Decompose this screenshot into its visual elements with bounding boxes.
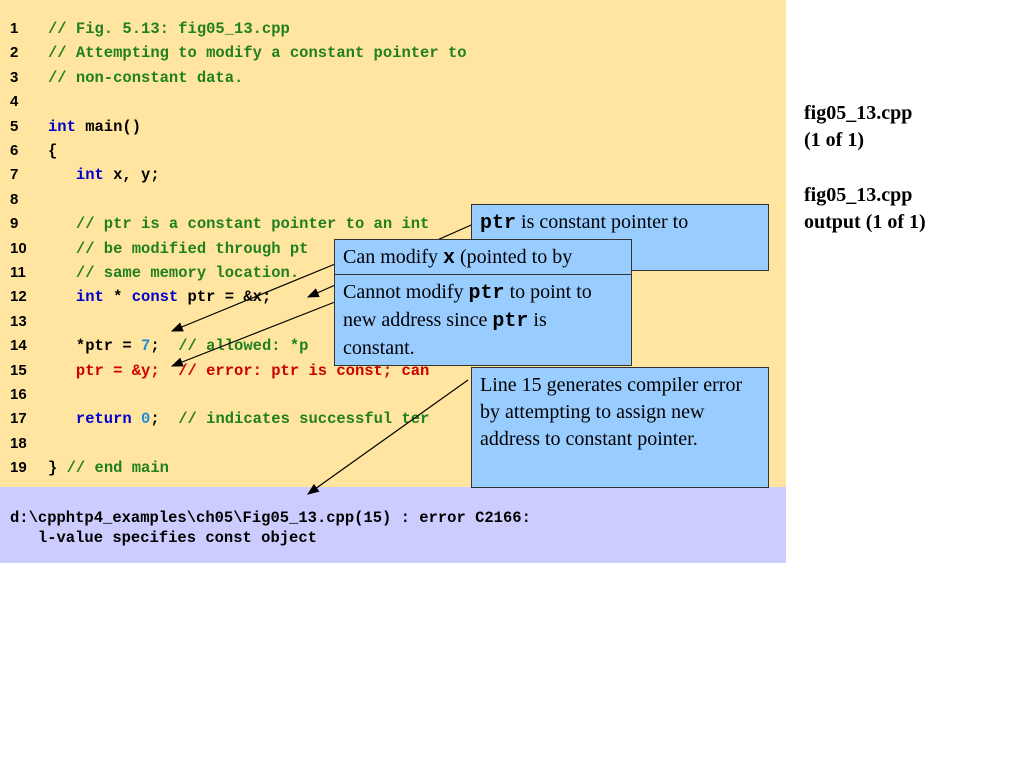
line-number: 4 [10,93,19,111]
callout-line15-error: Line 15 generates compiler error by atte… [471,367,769,488]
code-text: // non-constant data. [48,68,244,87]
file-label: fig05_13.cpp (1 of 1) [804,102,913,151]
code-line: 4 [0,93,786,117]
code-text: *ptr = 7; // allowed: *p [48,337,309,356]
line-number: 3 [10,68,19,86]
line-number: 9 [10,215,19,233]
code-text: { [48,142,58,160]
line-number: 8 [10,190,19,208]
line-number: 17 [10,410,27,428]
line-number: 11 [10,264,26,281]
output-line-2: l-value specifies const object [10,529,317,547]
code-text: // be modified through pt [48,239,309,258]
line-number: 14 [10,337,27,355]
code-text: // Fig. 5.13: fig05_13.cpp [48,20,290,38]
callout-modify-ptr-pre: Cannot modify [343,281,469,303]
line-number: 12 [10,288,27,306]
code-text: int * const ptr = &x; [75,288,272,307]
code-text: // Attempting to modify a constant point… [48,44,467,63]
line-number: 19 [10,459,27,477]
callout-modify-x-pre: Can modify [343,246,443,268]
callout-modify-x-code: x [443,247,456,270]
code-line: 19 } // end main [0,459,786,483]
line-number: 7 [10,166,19,184]
code-line: 18 [0,435,786,459]
line-number: 16 [10,386,27,403]
callout-ptr-text: is constant pointer to [516,211,689,233]
code-text: return 0; // indicates successful ter [75,410,430,429]
code-line: 3 // non-constant data. [0,69,786,93]
code-line: 16 [0,386,786,410]
code-text: // same memory location. [48,264,300,282]
line-number: 13 [10,312,27,330]
code-line: 1 // Fig. 5.13: fig05_13.cpp [0,20,786,44]
callout-modify-x-post: (pointed to by [455,246,573,268]
code-text: int x, y; [75,166,160,185]
code-text: // ptr is a constant pointer to an int [48,215,430,234]
callout-line15-text: Line 15 generates compiler error by atte… [480,374,743,450]
code-line: 13 [0,313,786,337]
callout-modify-ptr: Cannot modify ptr to point to new addres… [334,274,632,366]
code-line: 7 int x, y; [0,166,786,190]
callout-modify-ptr-post: is constant. [343,309,547,359]
line-number: 18 [10,434,27,452]
callout-modify-ptr-code1: ptr [468,282,505,305]
line-number: 2 [10,44,19,62]
code-text: int main() [48,117,142,136]
code-line: 6{ [0,142,786,166]
line-number: 15 [10,361,27,379]
code-line: 2 // Attempting to modify a constant poin… [0,44,786,68]
callout-ptr-code: ptr [480,212,517,235]
code-line: 5 int main() [0,118,786,142]
program-output-panel: d:\cpphtp4_examples\ch05\Fig05_13.cpp(15… [0,487,786,563]
line-number: 5 [10,117,19,135]
line-number: 6 [10,142,19,159]
code-text: } // end main [48,459,169,478]
callout-modify-ptr-mid: to point to new address since [343,281,592,331]
line-number: 10 [10,239,27,257]
callout-modify-ptr-code2: ptr [492,310,529,333]
callout-modify-x: Can modify x (pointed to by [334,239,632,275]
code-line: 10 // be modified through pt [0,240,786,264]
code-line: 8 [0,191,786,215]
output-line-1: d:\cpphtp4_examples\ch05\Fig05_13.cpp(15… [10,509,531,527]
line-number: 1 [10,20,19,37]
output-label: fig05_13.cpp output (1 of 1) [804,184,926,233]
